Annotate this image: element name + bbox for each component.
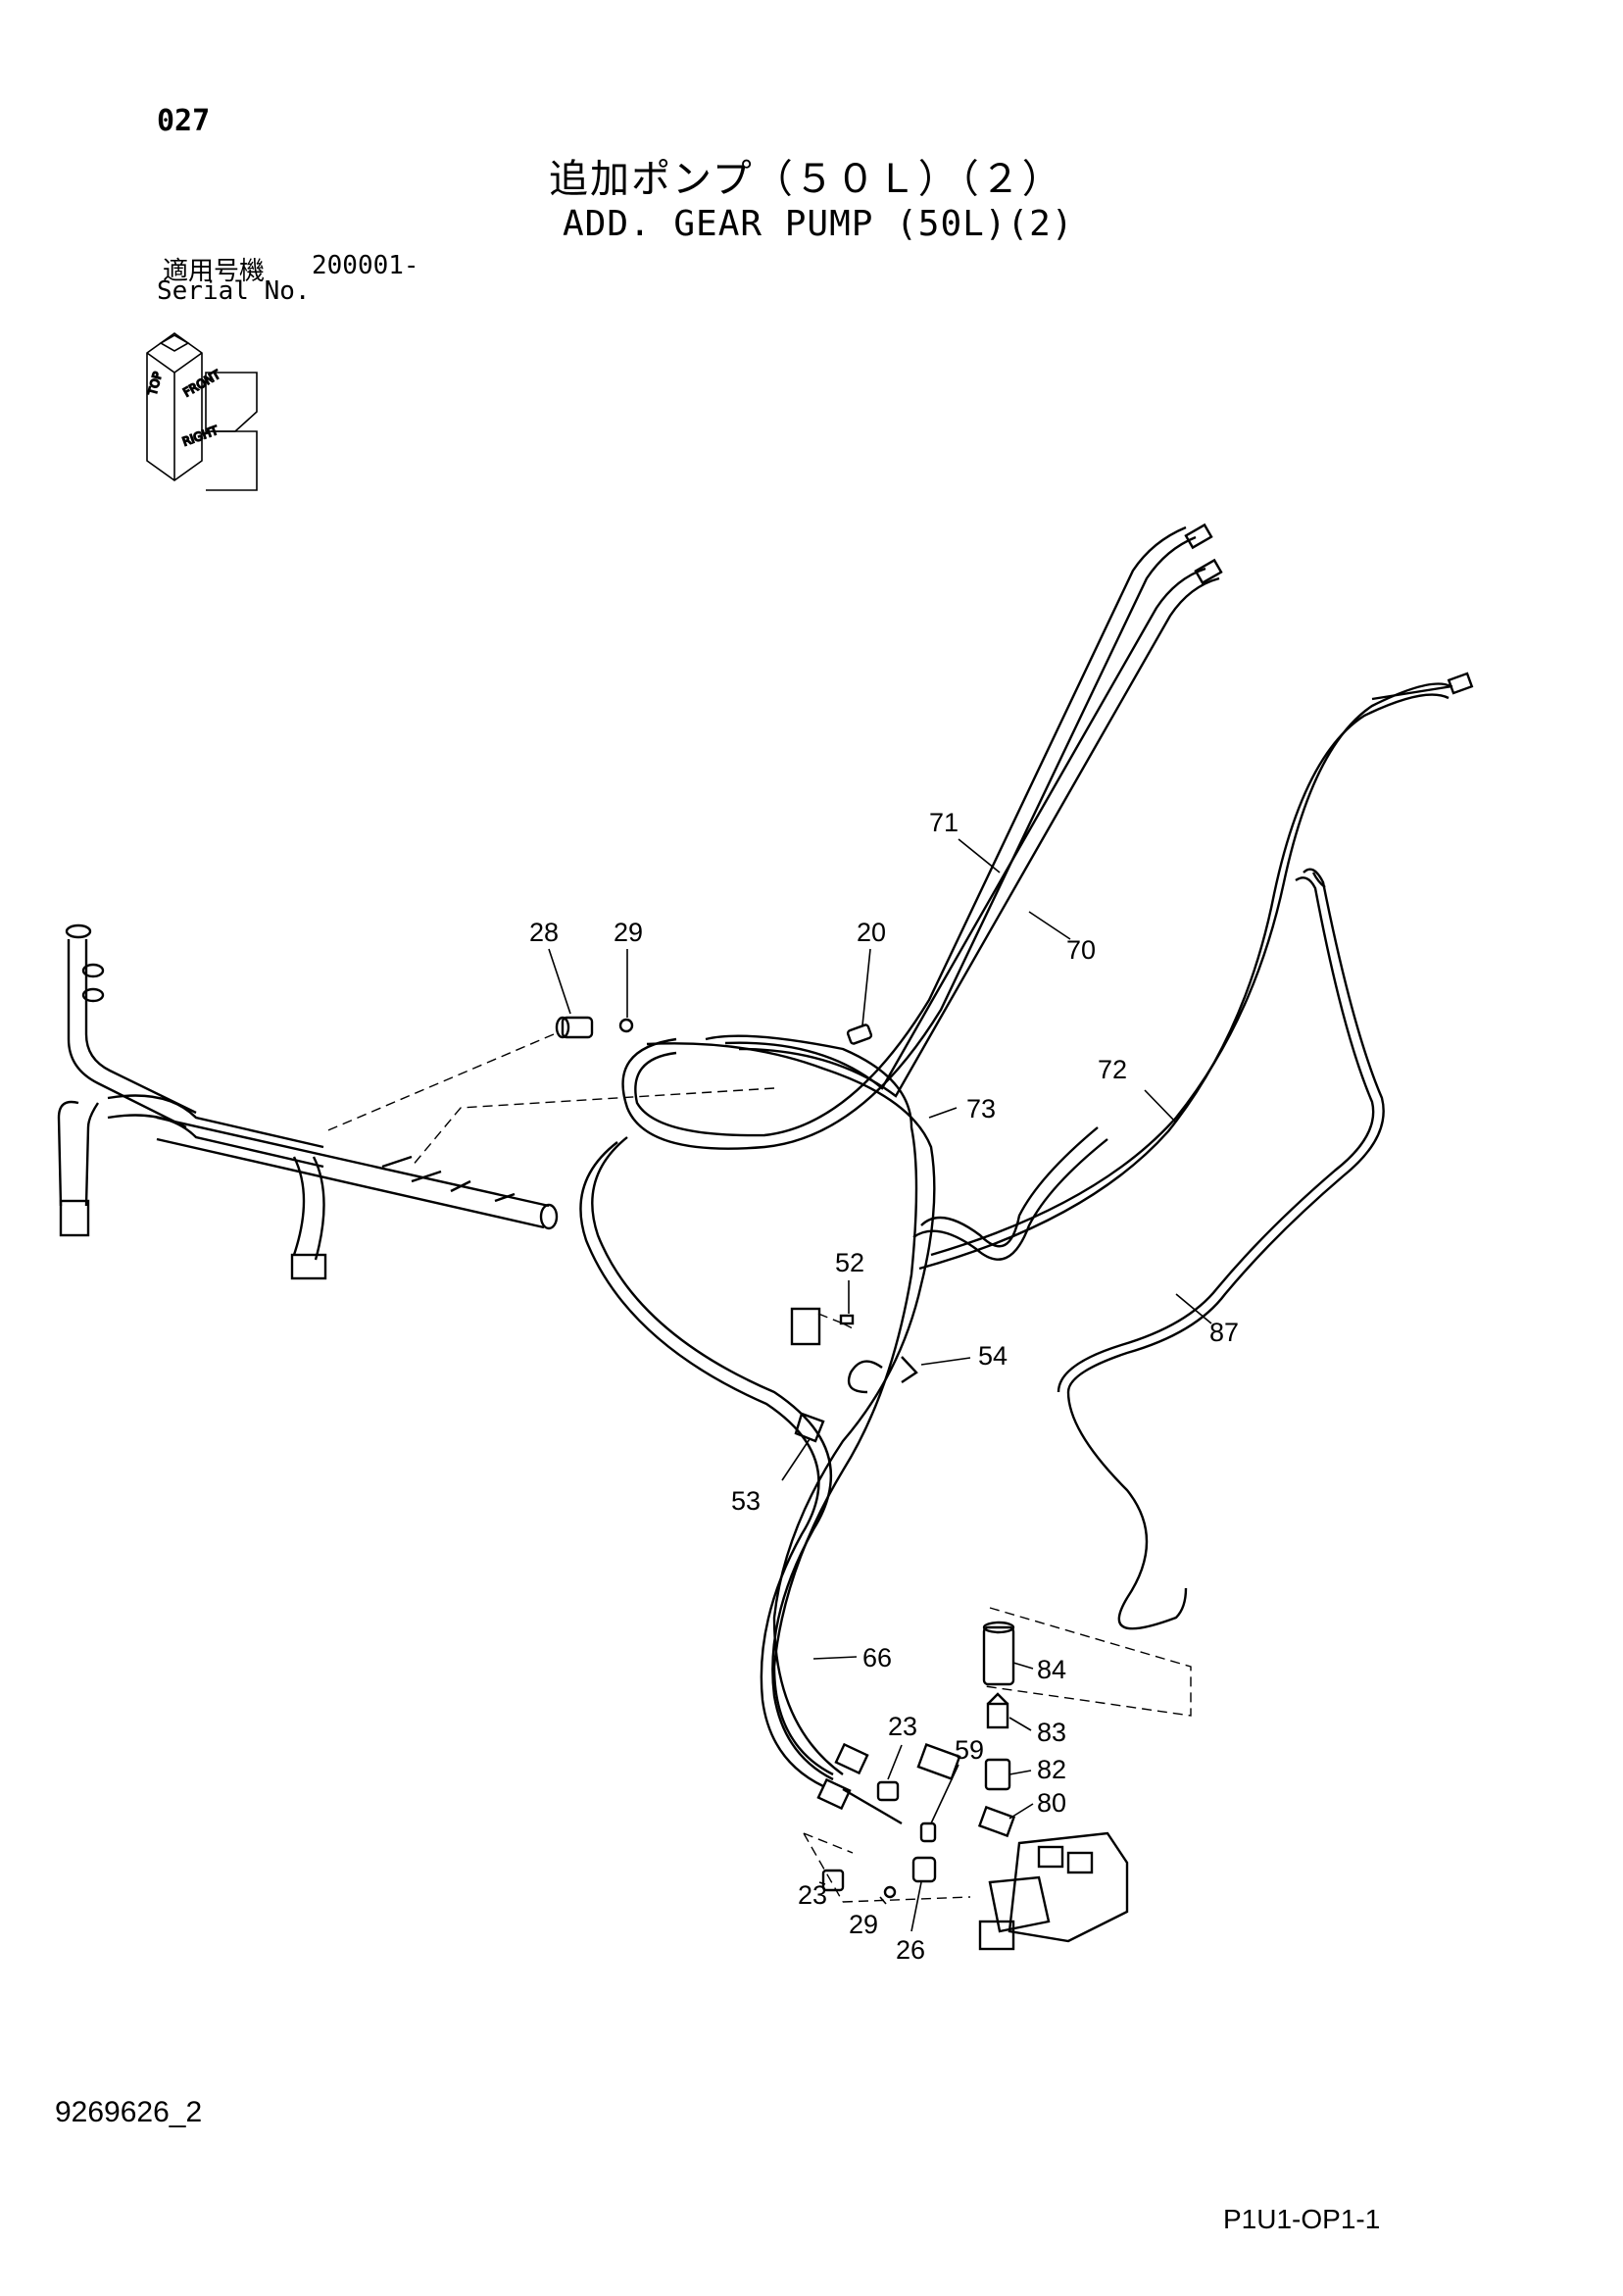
hose-87 <box>1057 868 1385 1630</box>
fitting-84 <box>982 1621 1015 1686</box>
block-center <box>916 1743 961 1780</box>
orientation-top-label: TOP <box>145 371 165 398</box>
pipe-manifold <box>57 923 559 1280</box>
callout-73: 73 <box>966 1094 996 1123</box>
callout-20: 20 <box>857 918 886 947</box>
callout-82: 82 <box>1037 1755 1066 1784</box>
callout-23-lower: 23 <box>798 1880 827 1910</box>
callout-52: 52 <box>835 1248 864 1277</box>
callout-28: 28 <box>529 918 559 947</box>
callout-87: 87 <box>1209 1318 1239 1347</box>
callout-59: 59 <box>955 1735 984 1765</box>
callout-70: 70 <box>1066 935 1096 965</box>
callout-29-upper: 29 <box>614 918 643 947</box>
clamp-53 <box>794 1412 825 1443</box>
title-japanese: 追加ポンプ（５０Ｌ）（２） <box>549 157 1063 202</box>
hose-72 <box>918 672 1474 1271</box>
fitting-23-lower <box>821 1869 845 1892</box>
fitting-26 <box>911 1856 937 1883</box>
title-english: ADD. GEAR PUMP (50L)(2) <box>563 204 1074 244</box>
callout-leaders <box>548 838 1212 1932</box>
orientation-right-label: RIGHT <box>180 424 221 449</box>
page-number: 027 <box>157 104 211 138</box>
fitting-83 <box>986 1692 1009 1729</box>
callout-23-upper: 23 <box>888 1712 917 1741</box>
callout-29-lower: 29 <box>849 1910 878 1939</box>
page-code: P1U1-OP1-1 <box>1223 2204 1381 2234</box>
fitting-20 <box>846 1023 873 1045</box>
serial-label-japanese: 適用号機 <box>163 257 266 286</box>
hose-end-fittings <box>816 1742 903 1825</box>
o-ring-29-upper <box>618 1018 634 1033</box>
o-ring-29-lower <box>883 1885 897 1899</box>
serial-value: 200001- <box>312 251 419 280</box>
callout-66: 66 <box>862 1643 892 1672</box>
callout-72: 72 <box>1098 1055 1127 1084</box>
callout-83: 83 <box>1037 1718 1066 1747</box>
clamp-54 <box>847 1356 918 1394</box>
fitting-59 <box>919 1822 937 1843</box>
callout-54: 54 <box>978 1341 1008 1371</box>
hose-73-66 <box>579 1042 1108 1788</box>
fitting-82 <box>984 1758 1011 1791</box>
valve-block <box>978 1831 1129 1951</box>
hose-70-71 <box>621 523 1223 1776</box>
callout-26: 26 <box>896 1935 925 1965</box>
callout-71: 71 <box>929 808 959 837</box>
callout-84: 84 <box>1037 1655 1066 1684</box>
fitting-80 <box>977 1805 1016 1838</box>
callout-53: 53 <box>731 1486 761 1516</box>
fitting-28 <box>555 1016 594 1039</box>
clamp-52 <box>790 1307 855 1346</box>
callout-80: 80 <box>1037 1788 1066 1818</box>
orientation-cube-icon: TOP FRONT RIGHT <box>144 332 258 491</box>
serial-label-english: Serial No. <box>157 276 311 306</box>
fitting-23-upper <box>876 1780 900 1802</box>
document-code: 9269626_2 <box>55 2096 203 2128</box>
